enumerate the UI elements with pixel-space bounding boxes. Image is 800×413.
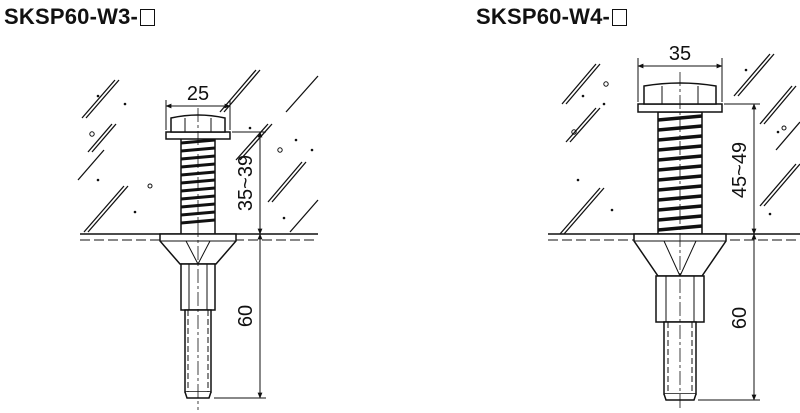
concrete-hatching-left xyxy=(77,69,319,241)
placeholder-box xyxy=(140,9,156,26)
product-title-w3: SKSP60-W3- xyxy=(4,4,156,30)
dimension-head-width: 25 xyxy=(187,83,209,105)
product-model-label: SKSP60-W3- xyxy=(4,4,139,29)
product-title-w4: SKSP60-W4- xyxy=(476,4,628,30)
dimension-head-width: 35 xyxy=(669,43,691,65)
dimension-shaft-length: 60 xyxy=(729,307,751,329)
placeholder-box xyxy=(612,9,628,26)
dimension-anchor-length: 45~49 xyxy=(729,142,751,198)
dimension-lines-left xyxy=(165,100,266,399)
dimension-lines-right xyxy=(637,58,760,401)
dimension-anchor-length: 35~39 xyxy=(235,155,257,211)
dimension-shaft-length: 60 xyxy=(235,305,257,327)
product-model-label: SKSP60-W4- xyxy=(476,4,611,29)
